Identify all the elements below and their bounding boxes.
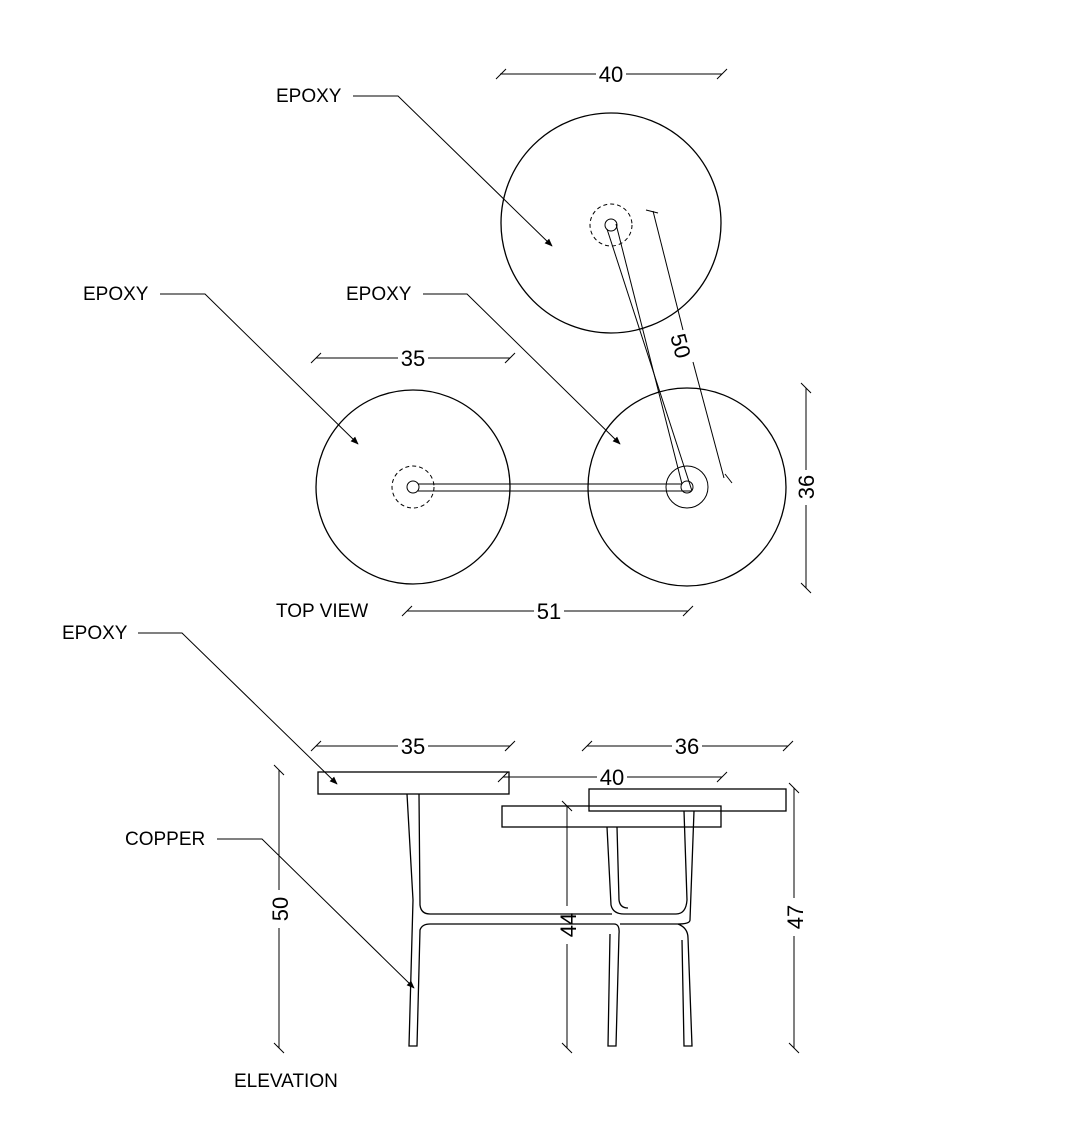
dim-top-diameter-value: 40 xyxy=(599,62,623,87)
left-leg xyxy=(406,793,614,1047)
dim-left-diameter-value: 35 xyxy=(401,346,425,371)
label-epoxy-mid: EPOXY xyxy=(346,284,412,305)
label-epoxy-left: EPOXY xyxy=(83,284,149,305)
top-view-title: TOP VIEW xyxy=(276,601,368,622)
dim-top-diameter: 40 xyxy=(495,62,728,87)
connecting-rods xyxy=(418,223,693,492)
left-hub-inner xyxy=(406,480,420,494)
top-hub-outer xyxy=(589,203,633,247)
leader-copper xyxy=(217,838,415,989)
elevation: EPOXY COPPER 35 36 40 xyxy=(62,623,808,1092)
middle-tabletop xyxy=(501,805,722,828)
top-table-circle xyxy=(500,112,722,334)
left-hub-outer xyxy=(391,465,435,509)
label-copper: COPPER xyxy=(125,829,205,850)
elevation-title: ELEVATION xyxy=(234,1071,338,1092)
top-view: EPOXY EPOXY EPOXY 40 35 36 xyxy=(83,62,819,624)
dim-elev-right-width: 36 xyxy=(581,734,794,759)
label-epoxy-top: EPOXY xyxy=(276,86,342,107)
dim-left-diameter: 35 xyxy=(310,346,516,371)
left-tabletop xyxy=(317,771,510,795)
right-table-circle xyxy=(587,387,787,587)
right-hub-outer xyxy=(665,465,709,509)
dim-right-diameter-value: 36 xyxy=(794,475,819,499)
dim-height-right-value: 47 xyxy=(783,905,808,929)
dim-overall: 51 xyxy=(401,599,694,624)
dim-elev-mid-width-value: 40 xyxy=(600,765,624,790)
right-tabletop xyxy=(588,788,787,812)
middle-leg xyxy=(606,826,676,1047)
dim-height-left: 50 xyxy=(268,764,293,1054)
dim-height-left-value: 50 xyxy=(268,897,293,921)
dim-height-mid-value: 44 xyxy=(556,913,581,937)
leader-epoxy-top xyxy=(353,95,553,247)
leader-epoxy-elev xyxy=(138,632,338,785)
right-hub-inner xyxy=(680,480,694,494)
dim-overall-value: 51 xyxy=(537,599,561,624)
dim-elev-right-width-value: 36 xyxy=(675,734,699,759)
dim-elev-left-width: 35 xyxy=(310,734,516,759)
dim-height-mid: 44 xyxy=(556,800,581,1054)
leader-epoxy-left xyxy=(160,293,359,445)
dim-right-diameter: 36 xyxy=(794,382,819,594)
left-table-circle xyxy=(315,389,511,585)
right-leg xyxy=(620,810,695,1047)
leader-epoxy-mid xyxy=(423,293,621,445)
label-epoxy-elev: EPOXY xyxy=(62,623,128,644)
dim-diagonal: 50 xyxy=(645,209,733,484)
dim-diagonal-value: 50 xyxy=(665,331,695,361)
dim-elev-left-width-value: 35 xyxy=(401,734,425,759)
dim-height-right: 47 xyxy=(783,782,808,1054)
top-hub-inner xyxy=(604,218,618,232)
dim-elev-mid-width: 40 xyxy=(497,765,728,790)
